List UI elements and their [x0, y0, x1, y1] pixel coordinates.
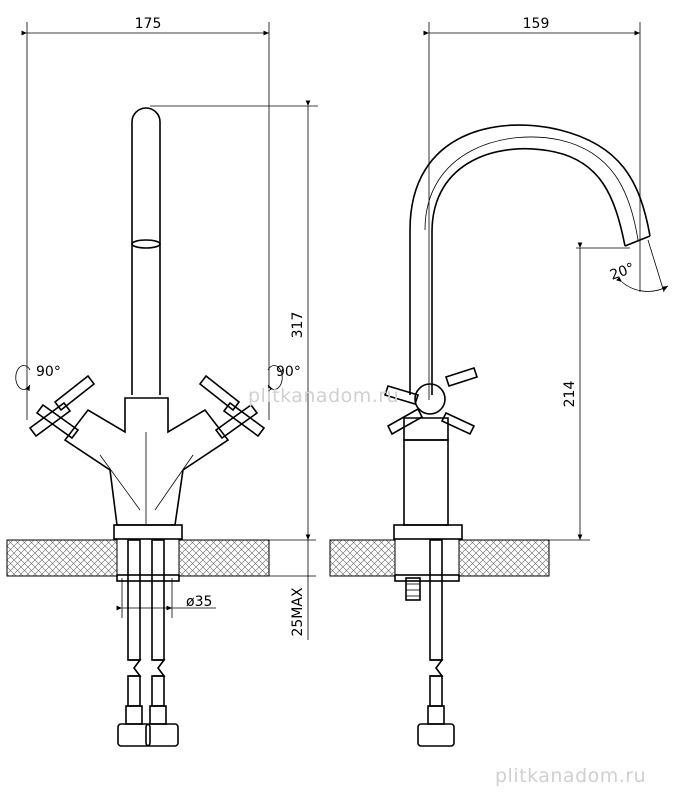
height-dimension: 317: [150, 100, 318, 540]
width-dim-label: 175: [135, 16, 162, 32]
hole-dim-label: ø35: [186, 594, 212, 610]
side-view: 159 214 20°: [329, 16, 669, 747]
countertop-side: [329, 539, 550, 582]
hoses-side: [405, 539, 455, 747]
reach-dim-label: 159: [523, 16, 550, 32]
width-dimension: 175: [21, 16, 270, 420]
angle-dimension: 20°: [608, 239, 669, 293]
watermark-center: plitkanadom.ru: [248, 385, 399, 407]
front-view: 175 317: [6, 16, 318, 747]
valve-body-side: [403, 417, 449, 526]
valve-body-front: [63, 397, 230, 526]
hole-dimension: ø35: [116, 578, 216, 618]
spout-height-dim-label: 214: [562, 381, 578, 408]
rotation-left-label: 90°: [36, 364, 61, 380]
left-cross-handle: [28, 374, 96, 440]
rotation-right-label: 90°: [276, 364, 301, 380]
deck-dim-label: 25MAX: [290, 587, 306, 636]
watermark-bottom: plitkanadom.ru: [495, 765, 646, 787]
spout-front: [131, 107, 161, 395]
base-flange-side: [393, 524, 463, 540]
reach-dimension: 159: [423, 16, 641, 400]
right-cross-handle: [198, 374, 266, 440]
height-dim-label: 317: [290, 312, 306, 339]
deck-thickness-dimension: 25MAX: [269, 539, 316, 640]
hoses-front: [117, 539, 179, 747]
spout-side: [409, 124, 651, 395]
spout-height-dimension: 214: [470, 242, 630, 541]
countertop-front: [6, 539, 270, 582]
rotation-left: 90°: [15, 364, 61, 392]
rotation-right: 90°: [267, 364, 301, 392]
base-flange-front: [113, 524, 183, 540]
angle-dim-label: 20°: [608, 260, 637, 284]
